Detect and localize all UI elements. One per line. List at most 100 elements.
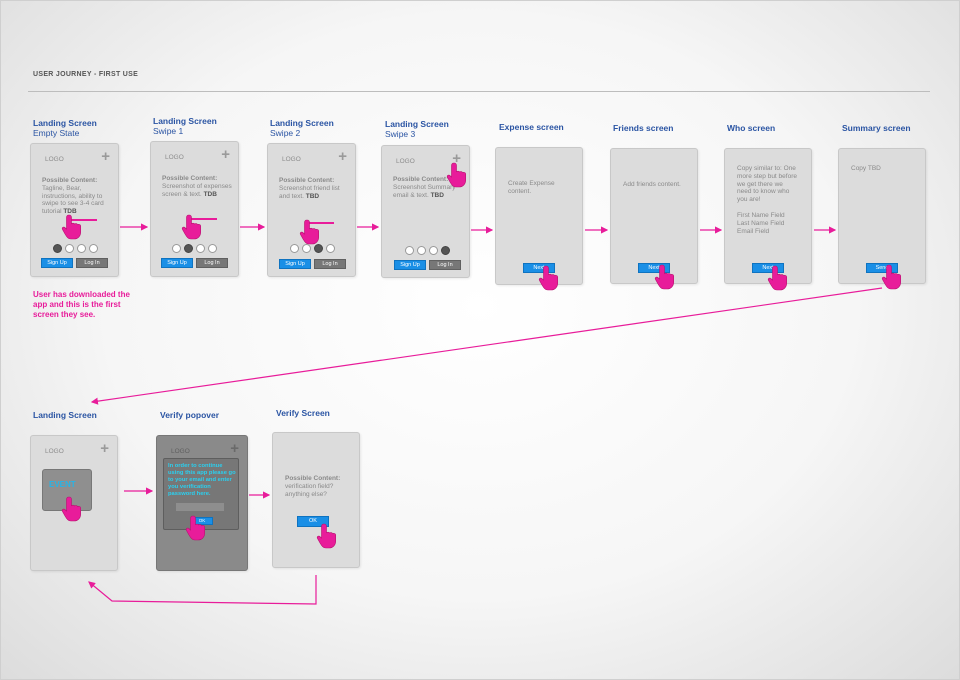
- content-text: Screenshot of expenses screen & text.: [162, 182, 232, 198]
- sign-up-button[interactable]: Sign Up: [161, 258, 193, 268]
- next-button[interactable]: Next: [523, 263, 555, 273]
- log-in-button[interactable]: Log In: [76, 258, 108, 268]
- phone-landing-event: LOGO + EVENT: [30, 435, 118, 571]
- possible-content: Possible Content: Screenshot of expenses…: [162, 175, 234, 198]
- header-divider: [28, 91, 930, 92]
- log-in-button[interactable]: Log In: [196, 258, 228, 268]
- screen-body: Create Expense content.: [508, 180, 555, 195]
- content-text: Screenshot Summary email & text.: [393, 183, 456, 199]
- screen-title: Landing Screen Swipe 1: [153, 116, 217, 136]
- screen-title: Summary screen: [842, 123, 911, 133]
- screen-title: Landing Screen: [33, 410, 97, 420]
- plus-icon[interactable]: +: [452, 150, 461, 167]
- screen-body: Possible Content: verification field? an…: [285, 475, 347, 498]
- plus-icon[interactable]: +: [221, 146, 230, 163]
- verify-popover: In order to continue using this app plea…: [163, 458, 239, 530]
- page-dot[interactable]: [314, 244, 323, 253]
- screen-title: Verify popover: [160, 410, 220, 420]
- page-dot[interactable]: [208, 244, 217, 253]
- plus-icon[interactable]: +: [230, 440, 239, 457]
- phone-verify-popover: LOGO + In order to continue using this a…: [156, 435, 248, 571]
- phone-landing-empty: LOGO + Possible Content: Tagline, Bear, …: [30, 143, 119, 277]
- page-dot[interactable]: [302, 244, 311, 253]
- page-dot[interactable]: [77, 244, 86, 253]
- screen-title-text: Landing Screen: [270, 118, 334, 128]
- screen-title: Landing Screen Empty State: [33, 118, 97, 138]
- content-tag: TDB: [203, 190, 217, 198]
- first-name-field[interactable]: First Name Field: [737, 211, 785, 219]
- phone-who: Copy similar to: One more step but befor…: [724, 148, 812, 284]
- page-dot[interactable]: [65, 244, 74, 253]
- page-dots: [53, 244, 98, 253]
- logo-placeholder: LOGO: [282, 156, 301, 163]
- email-field[interactable]: Email Field: [737, 227, 770, 235]
- page-dot[interactable]: [290, 244, 299, 253]
- screen-title: Expense screen: [499, 122, 564, 132]
- page-dot[interactable]: [196, 244, 205, 253]
- content-heading: Possible Content:: [393, 176, 449, 183]
- page-dot[interactable]: [429, 246, 438, 255]
- next-button[interactable]: Next: [752, 263, 784, 273]
- sign-up-button[interactable]: Sign Up: [394, 260, 426, 270]
- page-dots: [172, 244, 217, 253]
- log-in-button[interactable]: Log In: [429, 260, 461, 270]
- content-heading: Possible Content:: [162, 175, 218, 182]
- send-button[interactable]: Send: [866, 263, 898, 273]
- screen-subtitle: Swipe 2: [270, 128, 301, 138]
- log-in-button[interactable]: Log In: [314, 259, 346, 269]
- screen-subtitle: Swipe 3: [385, 129, 416, 139]
- screen-subtitle: Empty State: [33, 128, 80, 138]
- content-tag: TBD: [305, 192, 320, 200]
- screen-title: Landing Screen Swipe 3: [385, 119, 449, 139]
- plus-icon[interactable]: +: [100, 440, 109, 457]
- logo-placeholder: LOGO: [165, 154, 184, 161]
- phone-friends: Add friends content. Next: [610, 148, 698, 284]
- event-card[interactable]: EVENT: [42, 469, 92, 511]
- page-dots: [290, 244, 335, 253]
- page-dot[interactable]: [417, 246, 426, 255]
- event-label: EVENT: [49, 480, 76, 489]
- annotation-note: User has downloaded the app and this is …: [33, 290, 130, 319]
- screen-title: Landing Screen Swipe 2: [270, 118, 334, 138]
- phone-landing-swipe3: LOGO + Possible Content: Screenshot Summ…: [381, 145, 470, 278]
- page-dot[interactable]: [441, 246, 450, 255]
- page-dot[interactable]: [405, 246, 414, 255]
- content-heading: Possible Content:: [285, 475, 341, 482]
- possible-content: Possible Content: Tagline, Bear, instruc…: [42, 177, 114, 216]
- plus-icon[interactable]: +: [338, 148, 347, 165]
- phone-summary: Copy TBD Send: [838, 148, 926, 284]
- content-tag: TBD: [430, 191, 444, 199]
- screen-title: Verify Screen: [276, 408, 330, 418]
- page-dot[interactable]: [184, 244, 193, 253]
- phone-verify-screen: Possible Content: verification field? an…: [272, 432, 360, 568]
- ok-button[interactable]: OK: [191, 517, 213, 525]
- screen-subtitle: Swipe 1: [153, 126, 184, 136]
- last-name-field[interactable]: Last Name Field: [737, 219, 785, 227]
- possible-content: Possible Content: Screenshot friend list…: [279, 177, 351, 200]
- screen-body: Copy TBD: [851, 165, 881, 172]
- ok-button[interactable]: OK: [297, 516, 329, 527]
- page-dot[interactable]: [326, 244, 335, 253]
- screen-title-text: Landing Screen: [33, 118, 97, 128]
- verification-input[interactable]: [176, 503, 224, 511]
- page-dot[interactable]: [89, 244, 98, 253]
- page-dots: [405, 246, 450, 255]
- content-heading: Possible Content:: [42, 177, 98, 184]
- content-heading: Possible Content:: [279, 177, 335, 184]
- screen-title: Friends screen: [613, 123, 674, 133]
- page-dot[interactable]: [53, 244, 62, 253]
- logo-placeholder: LOGO: [171, 448, 190, 455]
- logo-placeholder: LOGO: [45, 156, 64, 163]
- content-text: Screenshot friend list and text.: [279, 184, 340, 200]
- screen-title-text: Landing Screen: [153, 116, 217, 126]
- sign-up-button[interactable]: Sign Up: [41, 258, 73, 268]
- next-button[interactable]: Next: [638, 263, 670, 273]
- page-dot[interactable]: [172, 244, 181, 253]
- logo-placeholder: LOGO: [396, 158, 415, 165]
- screen-body: Add friends content.: [623, 181, 681, 188]
- sign-up-button[interactable]: Sign Up: [279, 259, 311, 269]
- plus-icon[interactable]: +: [101, 148, 110, 165]
- phone-landing-swipe1: LOGO + Possible Content: Screenshot of e…: [150, 141, 239, 277]
